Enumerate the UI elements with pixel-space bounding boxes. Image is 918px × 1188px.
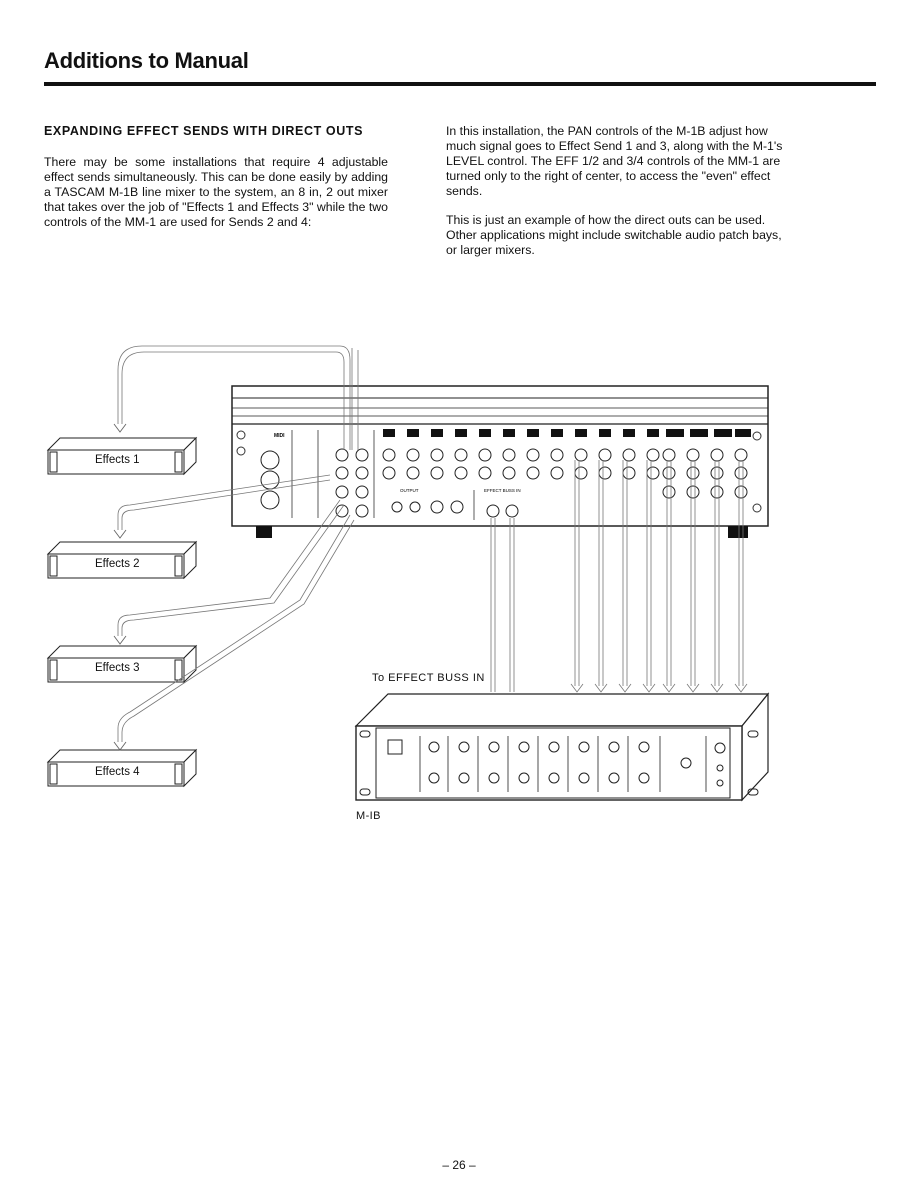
- channel-strips: [382, 429, 751, 499]
- m1b-knobs: [428, 741, 726, 787]
- intro-paragraph: There may be some installations that req…: [44, 155, 388, 229]
- example-paragraph: This is just an example of how the direc…: [446, 213, 782, 257]
- m1b-mixer: [354, 692, 770, 802]
- effect-buss-in-label: EFFECT BUSS IN: [484, 488, 521, 493]
- section-heading: EXPANDING EFFECT SENDS WITH DIRECT OUTS: [44, 124, 364, 138]
- effects-3-label: Effects 3: [95, 662, 140, 674]
- right-column: In this installation, the PAN controls o…: [446, 124, 792, 272]
- effect-buss-caption: To EFFECT BUSS IN: [372, 672, 485, 684]
- title-rule: [44, 82, 876, 86]
- page-number: – 26 –: [442, 1158, 476, 1172]
- effects-unit-3: [46, 644, 198, 684]
- effects-unit-1: [46, 436, 198, 476]
- cables: [117, 345, 359, 742]
- effects-1-label: Effects 1: [95, 454, 140, 466]
- left-column: EXPANDING EFFECT SENDS WITH DIRECT OUTS …: [44, 124, 388, 244]
- m1b-caption: M-IB: [356, 810, 381, 822]
- pan-paragraph: In this installation, the PAN controls o…: [446, 124, 783, 198]
- cable-arrows: [113, 423, 127, 751]
- effects-4-label: Effects 4: [95, 766, 140, 778]
- direct-out-cables: [490, 460, 748, 693]
- page-title: Additions to Manual: [44, 48, 249, 73]
- midi-label: MIDI: [274, 433, 285, 439]
- effects-unit-2: [46, 540, 198, 580]
- output-label: OUTPUT: [400, 488, 419, 493]
- mm1-rear-panel: MIDI: [231, 385, 769, 538]
- effects-unit-4: [46, 748, 198, 788]
- effects-2-label: Effects 2: [95, 558, 140, 570]
